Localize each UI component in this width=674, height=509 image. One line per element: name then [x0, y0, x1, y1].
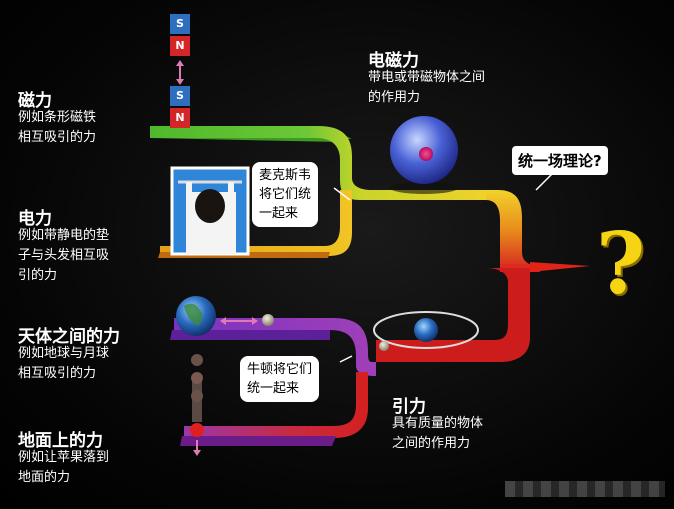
question-mark-icon: ?	[596, 214, 646, 313]
magnet-attraction-arrow	[176, 60, 184, 85]
electromagnetism-desc: 带电或带磁物体之间 的作用力	[368, 70, 486, 105]
ground-title: 地面上的力	[18, 431, 103, 451]
magnetism-ribbon-top	[150, 126, 498, 200]
falling-apple-trail	[191, 354, 203, 422]
unified-field-label: 统一场理论?	[512, 146, 608, 175]
celestial-desc: 例如地球与月球 相互吸引的力	[18, 346, 110, 381]
magnet-top-north: N	[170, 36, 190, 56]
magnetism-desc: 例如条形磁铁 相互吸引的力	[18, 110, 97, 145]
ground-desc: 例如让苹果落到 地面的力	[18, 450, 110, 485]
magnet-top-south: S	[170, 14, 190, 34]
moon-orbit	[373, 311, 479, 349]
moon-globe	[262, 314, 274, 326]
gravity-title: 引力	[392, 397, 426, 417]
maxwell-note: 麦克斯韦 将它们统 一起来	[252, 162, 319, 227]
electromagnetism-title: 电磁力	[368, 51, 419, 71]
orbit-earth	[414, 318, 438, 342]
static-hair-photo	[170, 166, 250, 256]
magnet-bottom-north: N	[170, 108, 190, 128]
celestial-title: 天体之间的力	[18, 327, 120, 347]
sphere-shadow	[390, 182, 458, 194]
electromagnetic-ribbon-drop	[486, 190, 540, 272]
newton-note: 牛顿将它们 统一起来	[240, 356, 320, 402]
electricity-title: 电力	[18, 209, 52, 229]
electricity-desc: 例如带静电的垫 子与头发相互吸 引的力	[18, 228, 110, 283]
gravity-desc: 具有质量的物体 之间的作用力	[392, 416, 484, 451]
maxwell-pointer	[333, 187, 351, 201]
newton-pointer	[339, 355, 353, 363]
unified-red-ribbon-face	[376, 268, 530, 362]
magnetism-title: 磁力	[18, 91, 52, 111]
magnet-bottom-south: S	[170, 86, 190, 106]
unified-field-tail	[530, 262, 590, 272]
watermark	[505, 481, 665, 497]
charged-sphere-core	[419, 147, 433, 161]
orbit-moon	[379, 341, 389, 351]
apple	[190, 423, 204, 437]
earth-moon-attraction-arrow	[220, 317, 258, 325]
